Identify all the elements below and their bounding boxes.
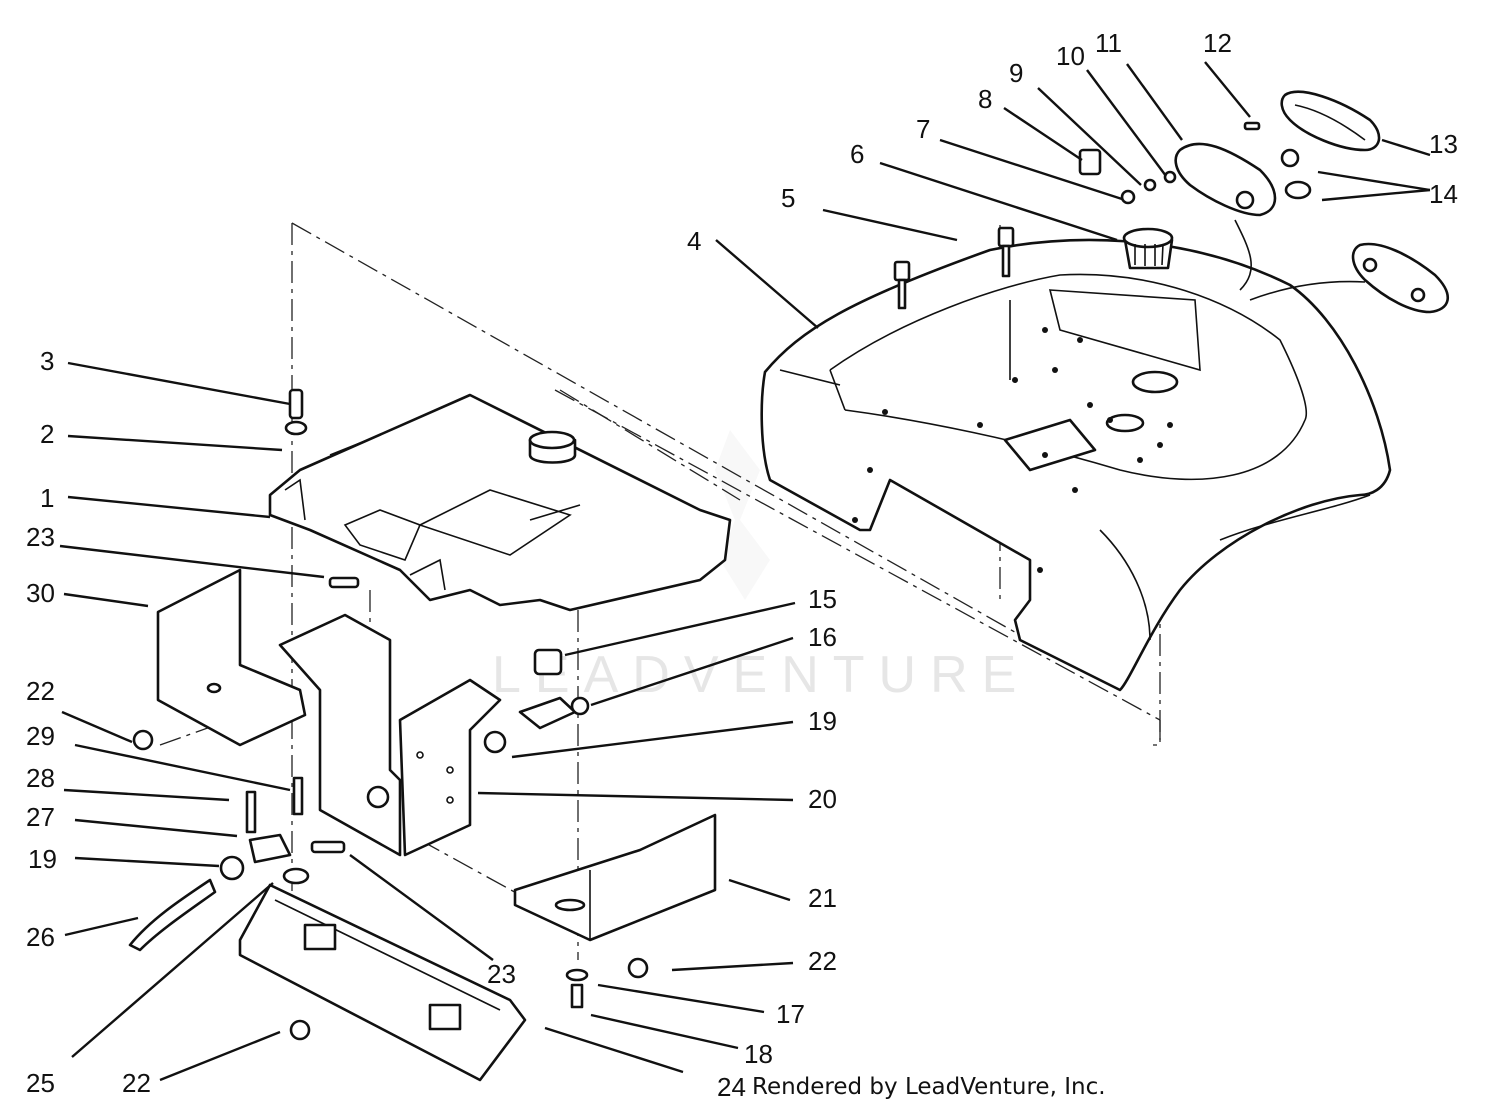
part-light-housing: [1174, 142, 1450, 314]
part-bolt-29: [292, 776, 304, 816]
callout-21: 21: [808, 883, 837, 913]
callout-4: 4: [687, 226, 701, 256]
callout-16: 16: [808, 622, 837, 652]
callout-25: 25: [26, 1068, 55, 1098]
part-washer-2: [284, 420, 308, 436]
part-screw-12: [1243, 121, 1261, 131]
part-clamp-16: [570, 696, 590, 716]
part-lens-and-bulbs: [1280, 90, 1381, 200]
part-fender-panel: [760, 238, 1392, 692]
part-bracket-21: [513, 813, 717, 942]
callout-5: 5: [781, 183, 795, 213]
callout-23a: 23: [26, 522, 55, 552]
callout-19a: 19: [808, 706, 837, 736]
part-nut-22c: [289, 1019, 311, 1041]
callout-11: 11: [1095, 28, 1122, 58]
part-clamp-19a: [483, 730, 507, 754]
part-fitting-15: [533, 648, 563, 676]
callout-29: 29: [26, 721, 55, 751]
callout-18: 18: [744, 1039, 773, 1069]
watermark: LEADVENTURE: [492, 430, 1030, 704]
watermark-text: LEADVENTURE: [492, 646, 1030, 704]
part-bracket-30: [156, 568, 307, 747]
part-bolt-28: [245, 790, 257, 834]
callout-14: 14: [1429, 179, 1458, 209]
callout-10: 10: [1056, 41, 1085, 71]
part-fuel-tank: [268, 393, 732, 612]
callout-22b: 22: [808, 946, 837, 976]
part-small-hardware: [1078, 121, 1261, 205]
callout-labels: 1 2 3 4 5 6 7 8 9 10 11 12 13 14 15 16 1…: [26, 28, 1458, 1102]
callout-13: 13: [1429, 129, 1458, 159]
callout-28: 28: [26, 763, 55, 793]
part-bottom-plate: [238, 883, 527, 1082]
part-hose-26: [128, 878, 217, 952]
part-clip-8: [1078, 148, 1102, 176]
callout-2: 2: [40, 419, 54, 449]
callout-17: 17: [776, 999, 805, 1029]
callout-19b: 19: [28, 844, 57, 874]
callout-22a: 22: [26, 676, 55, 706]
part-bolt-18: [570, 983, 584, 1009]
part-bolt-23a: [328, 576, 360, 589]
render-credit: Rendered by LeadVenture, Inc.: [752, 1074, 1106, 1100]
leader-lines: [59, 61, 1431, 1082]
assembly-lines: [159, 222, 1161, 960]
callout-26: 26: [26, 922, 55, 952]
part-nut-22b: [627, 957, 649, 979]
callout-20: 20: [808, 784, 837, 814]
callout-8: 8: [978, 84, 992, 114]
part-bolt-23b: [310, 840, 346, 854]
callout-30: 30: [26, 578, 55, 608]
callout-3: 3: [40, 346, 54, 376]
part-washer-17: [565, 968, 589, 982]
callout-1: 1: [40, 483, 54, 513]
part-washer-10: [1163, 170, 1177, 184]
part-fittings: [128, 388, 649, 1041]
part-clip-27: [248, 833, 292, 864]
callout-24: 24: [717, 1072, 746, 1102]
callout-22c: 22: [122, 1068, 151, 1098]
part-bracket-20: [278, 613, 502, 857]
part-washer-25: [282, 867, 310, 885]
part-fuel-cap: [1122, 227, 1174, 270]
part-nut-7: [1120, 189, 1136, 205]
callout-7: 7: [916, 114, 930, 144]
callout-27: 27: [26, 802, 55, 832]
callout-23b: 23: [487, 959, 516, 989]
part-nut-22a: [132, 729, 154, 751]
part-clamp-19b: [219, 855, 245, 881]
callout-6: 6: [850, 139, 864, 169]
callout-12: 12: [1203, 28, 1232, 58]
part-washer-9: [1143, 178, 1157, 192]
callout-9: 9: [1009, 58, 1023, 88]
callout-15: 15: [808, 584, 837, 614]
part-bolt-3: [288, 388, 304, 420]
part-bolts-5: [893, 226, 1015, 310]
